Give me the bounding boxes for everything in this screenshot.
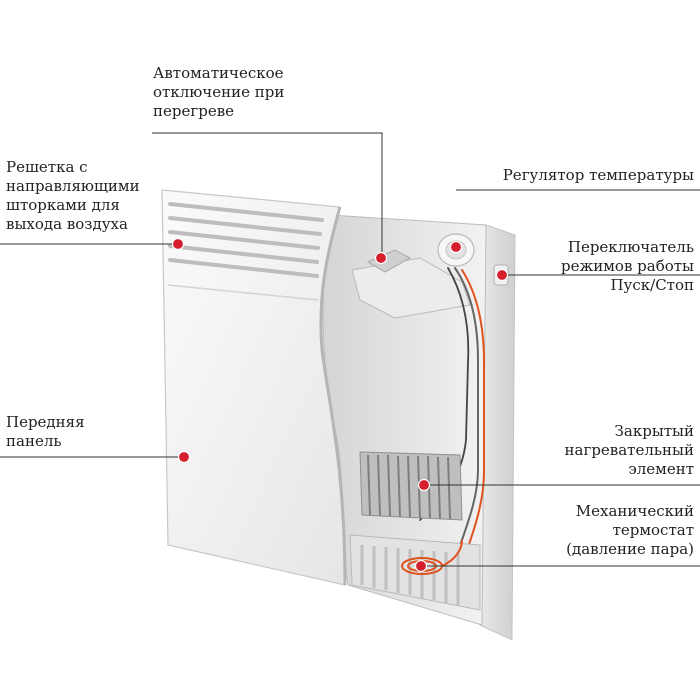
marker-front-panel [177,450,191,464]
label-line: перегреве [153,102,235,120]
label-line: элемент [628,460,694,478]
label-overheat: Автоматическое отключение при перегреве [153,64,284,121]
label-line: Автоматическое [153,64,284,82]
label-line: Закрытый [614,422,694,440]
marker-thermoregulator [449,240,463,254]
leader-overheat [152,132,383,256]
label-heating-element: Закрытый нагревательный элемент [565,422,694,479]
label-line: панель [6,432,62,450]
marker-overheat [374,251,388,265]
air-grille [168,202,324,278]
panel-cut-edge [319,206,347,586]
grille-slat [168,258,319,278]
label-line: шторками для [6,196,120,214]
bottom-vent [349,534,481,611]
label-line: Передняя [6,413,85,431]
label-line: нагревательный [564,441,694,459]
overheat-sensor [366,249,412,273]
grille-bottom-edge [167,284,319,301]
label-thermoregulator: Регулятор температуры [503,166,694,185]
label-thermostat: Механический термостат (давление пара) [566,502,694,559]
control-bracket [351,257,471,319]
label-line: отключение при [153,83,285,101]
label-line: режимов работы [560,257,694,275]
marker-grille [171,237,185,251]
label-line: термостат [612,521,694,539]
grille-slat [168,216,322,236]
heating-element [359,451,463,521]
label-line: Решетка с [6,158,88,176]
label-mode-switch: Переключатель режимов работы Пуск/Стоп [561,238,694,295]
label-line: выхода воздуха [6,215,128,233]
label-line: Регулятор температуры [502,166,694,184]
grille-slat [168,244,319,264]
marker-thermostat [414,559,428,573]
label-line: направляющими [6,177,140,195]
marker-heating-element [417,478,431,492]
grille-slat [168,202,324,222]
label-front-panel: Передняя панель [6,413,85,451]
label-line: Пуск/Стоп [610,276,694,294]
leader-lines [0,132,700,567]
grille-slat [168,230,320,250]
label-line: Механический [575,502,694,520]
label-grille: Решетка с направляющими шторками для вых… [6,158,140,234]
label-line: Переключатель [567,238,694,256]
markers [171,237,509,573]
marker-mode-switch [495,268,509,282]
label-line: (давление пара) [566,540,694,558]
